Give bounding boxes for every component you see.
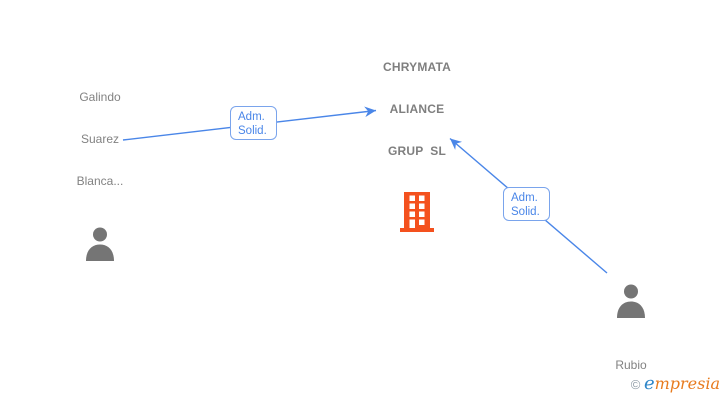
person-name: Galindo Suarez Blanca... (76, 90, 124, 188)
person-icon (84, 227, 116, 266)
edge-label-adm-solid-2[interactable]: Adm. Solid. (503, 187, 550, 221)
person-icon (615, 284, 647, 323)
copyright-icon: © (630, 377, 641, 392)
node-person-galindo[interactable]: Galindo Suarez Blanca... (40, 62, 160, 266)
person-name: Rubio Linares Eugenio (615, 358, 647, 372)
brand-logo: empresia (643, 373, 720, 394)
node-person-rubio[interactable]: Rubio Linares Eugenio (571, 284, 691, 400)
building-icon (399, 192, 435, 237)
edge-label-adm-solid-1[interactable]: Adm. Solid. (230, 106, 277, 140)
company-name: CHRYMATA ALIANCE GRUP SL (382, 60, 452, 158)
node-company[interactable]: CHRYMATA ALIANCE GRUP SL (347, 32, 487, 237)
empresia-watermark: © empresia (631, 373, 720, 394)
